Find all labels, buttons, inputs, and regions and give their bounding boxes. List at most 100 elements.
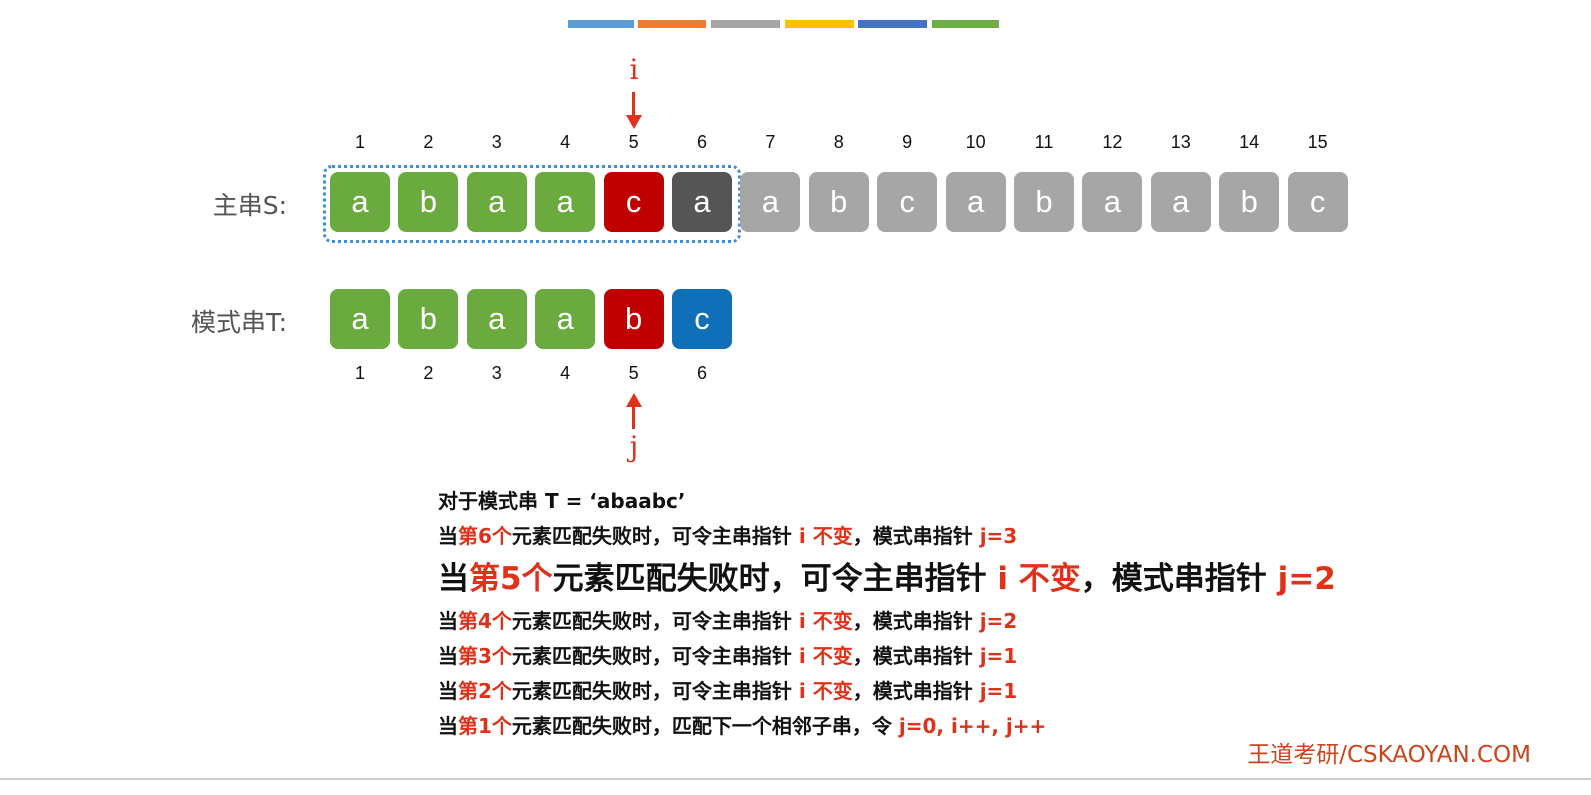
main-index-1: 1	[354, 132, 365, 152]
rule-middle: 元素匹配失败时，可令主串指针	[511, 524, 799, 548]
rule-ordinal: 第4个	[458, 609, 512, 633]
main-index-15: 15	[1307, 132, 1328, 152]
rule-ordinal: 第6个	[458, 524, 512, 548]
main-string-label: 主串S:	[212, 191, 287, 220]
brand-footer: 王道考研/CSKAOYAN.COM	[1247, 742, 1531, 768]
pointer-i-arrow-head-icon	[626, 115, 642, 129]
pattern-index-4: 4	[560, 363, 571, 383]
match-window-box	[323, 165, 741, 243]
pattern-cell-2: b	[398, 289, 459, 349]
pattern-cell-5: b	[603, 289, 664, 349]
main-index-13: 13	[1170, 132, 1191, 152]
pattern-index-6: 6	[696, 363, 707, 383]
rule-j-value: j=2	[1277, 561, 1336, 597]
rule-ordinal: 第3个	[458, 644, 512, 668]
main-cell-10: a	[945, 172, 1006, 232]
rule-i-value: i 不变	[798, 609, 853, 633]
pattern-cell-1: a	[330, 289, 390, 349]
main-cell-1: a	[330, 172, 390, 232]
main-index-8: 8	[833, 132, 844, 152]
rule-line-1: 当第1个元素匹配失败时，匹配下一个相邻子串，令 j=0, i++, j++	[438, 709, 1336, 744]
main-cell-7: a	[740, 172, 801, 232]
rule-line-3: 当第3个元素匹配失败时，可令主串指针 i 不变，模式串指针 j=1	[438, 639, 1336, 674]
rule-middle: 元素匹配失败时，可令主串指针	[511, 679, 799, 703]
rule-j-value: j=2	[979, 609, 1018, 633]
rule-middle: 元素匹配失败时，可令主串指针	[511, 644, 799, 668]
rule-action: j=0, i++, j++	[898, 714, 1047, 738]
rule-ordinal: 第5个	[469, 561, 553, 597]
main-index-10: 10	[965, 132, 986, 152]
rule-separator: ，模式串指针	[852, 644, 980, 668]
explanation-title: 对于模式串 T = ‘abaabc’	[438, 489, 686, 513]
rule-middle: 元素匹配失败时，匹配下一个相邻子串，令	[511, 714, 899, 738]
main-cell-14: b	[1219, 172, 1280, 232]
main-cell-2: b	[398, 172, 459, 232]
pointer-j-label: j	[629, 430, 639, 463]
main-cell-13: a	[1150, 172, 1211, 232]
rule-separator: ，模式串指针	[852, 524, 980, 548]
rule-prefix: 当	[438, 644, 458, 668]
pattern-index-1: 1	[354, 363, 365, 383]
main-index-5: 5	[628, 132, 639, 152]
header-bar-2	[638, 20, 706, 28]
pattern-index-5: 5	[628, 363, 639, 383]
main-cell-15: c	[1287, 172, 1348, 232]
main-index-11: 11	[1034, 132, 1054, 152]
main-cell-9: c	[877, 172, 938, 232]
rule-i-value: i 不变	[997, 561, 1081, 597]
header-bar-6	[932, 20, 999, 28]
main-cell-3: a	[466, 172, 527, 232]
pattern-index-2: 2	[423, 363, 434, 383]
header-bar-5	[858, 20, 927, 28]
rule-line-5: 当第5个元素匹配失败时，可令主串指针 i 不变，模式串指针 j=2	[438, 554, 1336, 604]
rule-prefix: 当	[438, 609, 458, 633]
pointer-j-arrow-shaft	[632, 405, 635, 429]
rule-i-value: i 不变	[798, 524, 853, 548]
rule-line-6: 当第6个元素匹配失败时，可令主串指针 i 不变，模式串指针 j=3	[438, 519, 1336, 554]
main-index-3: 3	[491, 132, 502, 152]
rule-i-value: i 不变	[798, 679, 853, 703]
main-index-2: 2	[423, 132, 434, 152]
main-cell-8: b	[808, 172, 869, 232]
pointer-i-label: i	[629, 53, 639, 86]
pattern-index-3: 3	[491, 363, 502, 383]
rule-j-value: j=1	[979, 644, 1018, 668]
rule-ordinal: 第1个	[458, 714, 512, 738]
rule-separator: ，模式串指针	[1080, 561, 1278, 597]
rule-j-value: j=1	[979, 679, 1018, 703]
rule-middle: 元素匹配失败时，可令主串指针	[511, 609, 799, 633]
main-index-4: 4	[560, 132, 571, 152]
rule-j-value: j=3	[979, 524, 1018, 548]
rule-line-4: 当第4个元素匹配失败时，可令主串指针 i 不变，模式串指针 j=2	[438, 604, 1336, 639]
main-cell-5: c	[603, 172, 664, 232]
explanation-block: 对于模式串 T = ‘abaabc’ 当第6个元素匹配失败时，可令主串指针 i …	[438, 484, 1336, 744]
bottom-divider	[0, 778, 1591, 780]
rule-prefix: 当	[438, 679, 458, 703]
rule-separator: ，模式串指针	[852, 609, 980, 633]
main-cell-6: a	[672, 172, 732, 232]
header-bar-4	[785, 20, 854, 28]
pattern-cell-6: c	[672, 289, 732, 349]
main-index-7: 7	[765, 132, 776, 152]
pointer-j-arrow-head-icon	[626, 393, 642, 407]
main-cell-11: b	[1014, 172, 1074, 232]
pattern-string-label: 模式串T:	[191, 308, 287, 337]
header-bar-3	[711, 20, 780, 28]
rule-middle: 元素匹配失败时，可令主串指针	[552, 561, 998, 597]
rule-prefix: 当	[438, 524, 458, 548]
pattern-cell-4: a	[535, 289, 596, 349]
header-bar-1	[568, 20, 634, 28]
pointer-i-arrow-shaft	[632, 92, 635, 116]
rule-prefix: 当	[438, 714, 458, 738]
main-index-9: 9	[902, 132, 913, 152]
rule-i-value: i 不变	[798, 644, 853, 668]
main-cell-4: a	[535, 172, 596, 232]
rule-line-2: 当第2个元素匹配失败时，可令主串指针 i 不变，模式串指针 j=1	[438, 674, 1336, 709]
main-index-14: 14	[1239, 132, 1260, 152]
main-index-6: 6	[696, 132, 707, 152]
rule-prefix: 当	[438, 561, 469, 597]
main-cell-12: a	[1082, 172, 1143, 232]
pattern-cell-3: a	[466, 289, 527, 349]
rule-separator: ，模式串指针	[852, 679, 980, 703]
